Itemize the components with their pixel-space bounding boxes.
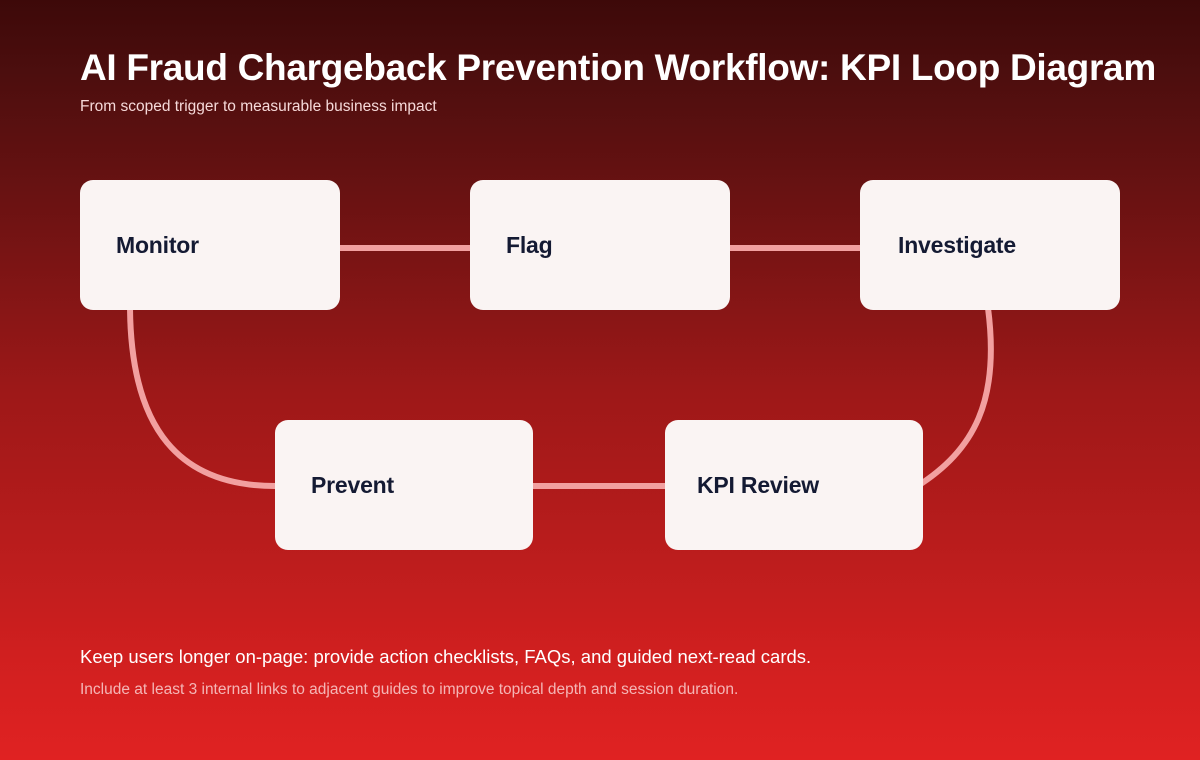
node-kpi-review[interactable]: KPI Review xyxy=(665,420,923,550)
node-prevent[interactable]: Prevent xyxy=(275,420,533,550)
page-title: AI Fraud Chargeback Prevention Workflow:… xyxy=(80,47,1156,88)
node-investigate[interactable]: Investigate xyxy=(860,180,1120,310)
footer-primary-text: Keep users longer on-page: provide actio… xyxy=(80,646,812,667)
page-subtitle: From scoped trigger to measurable busine… xyxy=(80,97,437,115)
footer: Keep users longer on-page: provide actio… xyxy=(80,645,1140,701)
edge-prevent-to-monitor xyxy=(127,305,278,489)
footer-secondary-text: Include at least 3 internal links to adj… xyxy=(80,680,739,698)
node-kpi-review-label: KPI Review xyxy=(697,471,819,498)
node-flag[interactable]: Flag xyxy=(470,180,730,310)
node-prevent-label: Prevent xyxy=(311,471,394,498)
header: AI Fraud Chargeback Prevention Workflow:… xyxy=(80,46,1200,116)
node-monitor[interactable]: Monitor xyxy=(80,180,340,310)
node-monitor-label: Monitor xyxy=(116,231,199,258)
node-flag-label: Flag xyxy=(506,231,553,258)
edge-investigate-to-kpireview xyxy=(913,305,994,490)
node-investigate-label: Investigate xyxy=(898,231,1016,258)
